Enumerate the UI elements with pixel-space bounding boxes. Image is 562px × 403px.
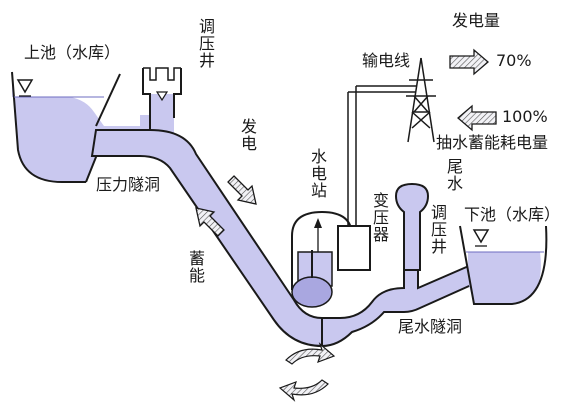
lower-reservoir (459, 225, 548, 305)
consumed-energy-value: 100% (502, 107, 548, 126)
transmission-line-label: 输电线 (362, 51, 411, 70)
tailwater-label: 尾水 (444, 158, 463, 192)
rotation-arrows-icon (278, 342, 336, 402)
transmission-tower-icon (406, 57, 436, 143)
lower-reservoir-label: 下池（水库） (464, 205, 561, 224)
transformer (337, 85, 416, 271)
generation-label: 发电 (238, 118, 257, 152)
tailwater-tunnel (321, 260, 479, 348)
generation-flow-arrow-icon (227, 175, 257, 205)
upper-reservoir-label: 上池（水库） (24, 43, 121, 62)
storage-flow-arrow-icon (195, 207, 225, 237)
consumed-energy-label: 抽水蓄能耗电量 (436, 133, 549, 152)
generated-power-arrow-icon (449, 48, 489, 76)
generated-energy-label: 发电量 (452, 11, 501, 30)
water-level-triangle-icon (16, 79, 34, 97)
water-level-triangle-icon (472, 229, 490, 247)
storage-label: 蓄能 (186, 250, 205, 284)
pressure-tunnel (90, 129, 323, 348)
transformer-label: 变压器 (370, 192, 389, 243)
consumed-power-arrow-icon (457, 104, 497, 132)
tailwater-tunnel-label: 尾水隧洞 (398, 317, 463, 336)
upper-surge-tank-label: 调压井 (196, 18, 215, 69)
lower-surge-tank-label: 调压井 (428, 204, 447, 255)
hydro-station-label: 水电站 (308, 148, 327, 199)
lower-surge-tank (394, 182, 430, 271)
pressure-tunnel-label: 压力隧洞 (96, 175, 161, 194)
upper-reservoir (11, 71, 160, 183)
generated-energy-value: 70% (496, 51, 532, 70)
